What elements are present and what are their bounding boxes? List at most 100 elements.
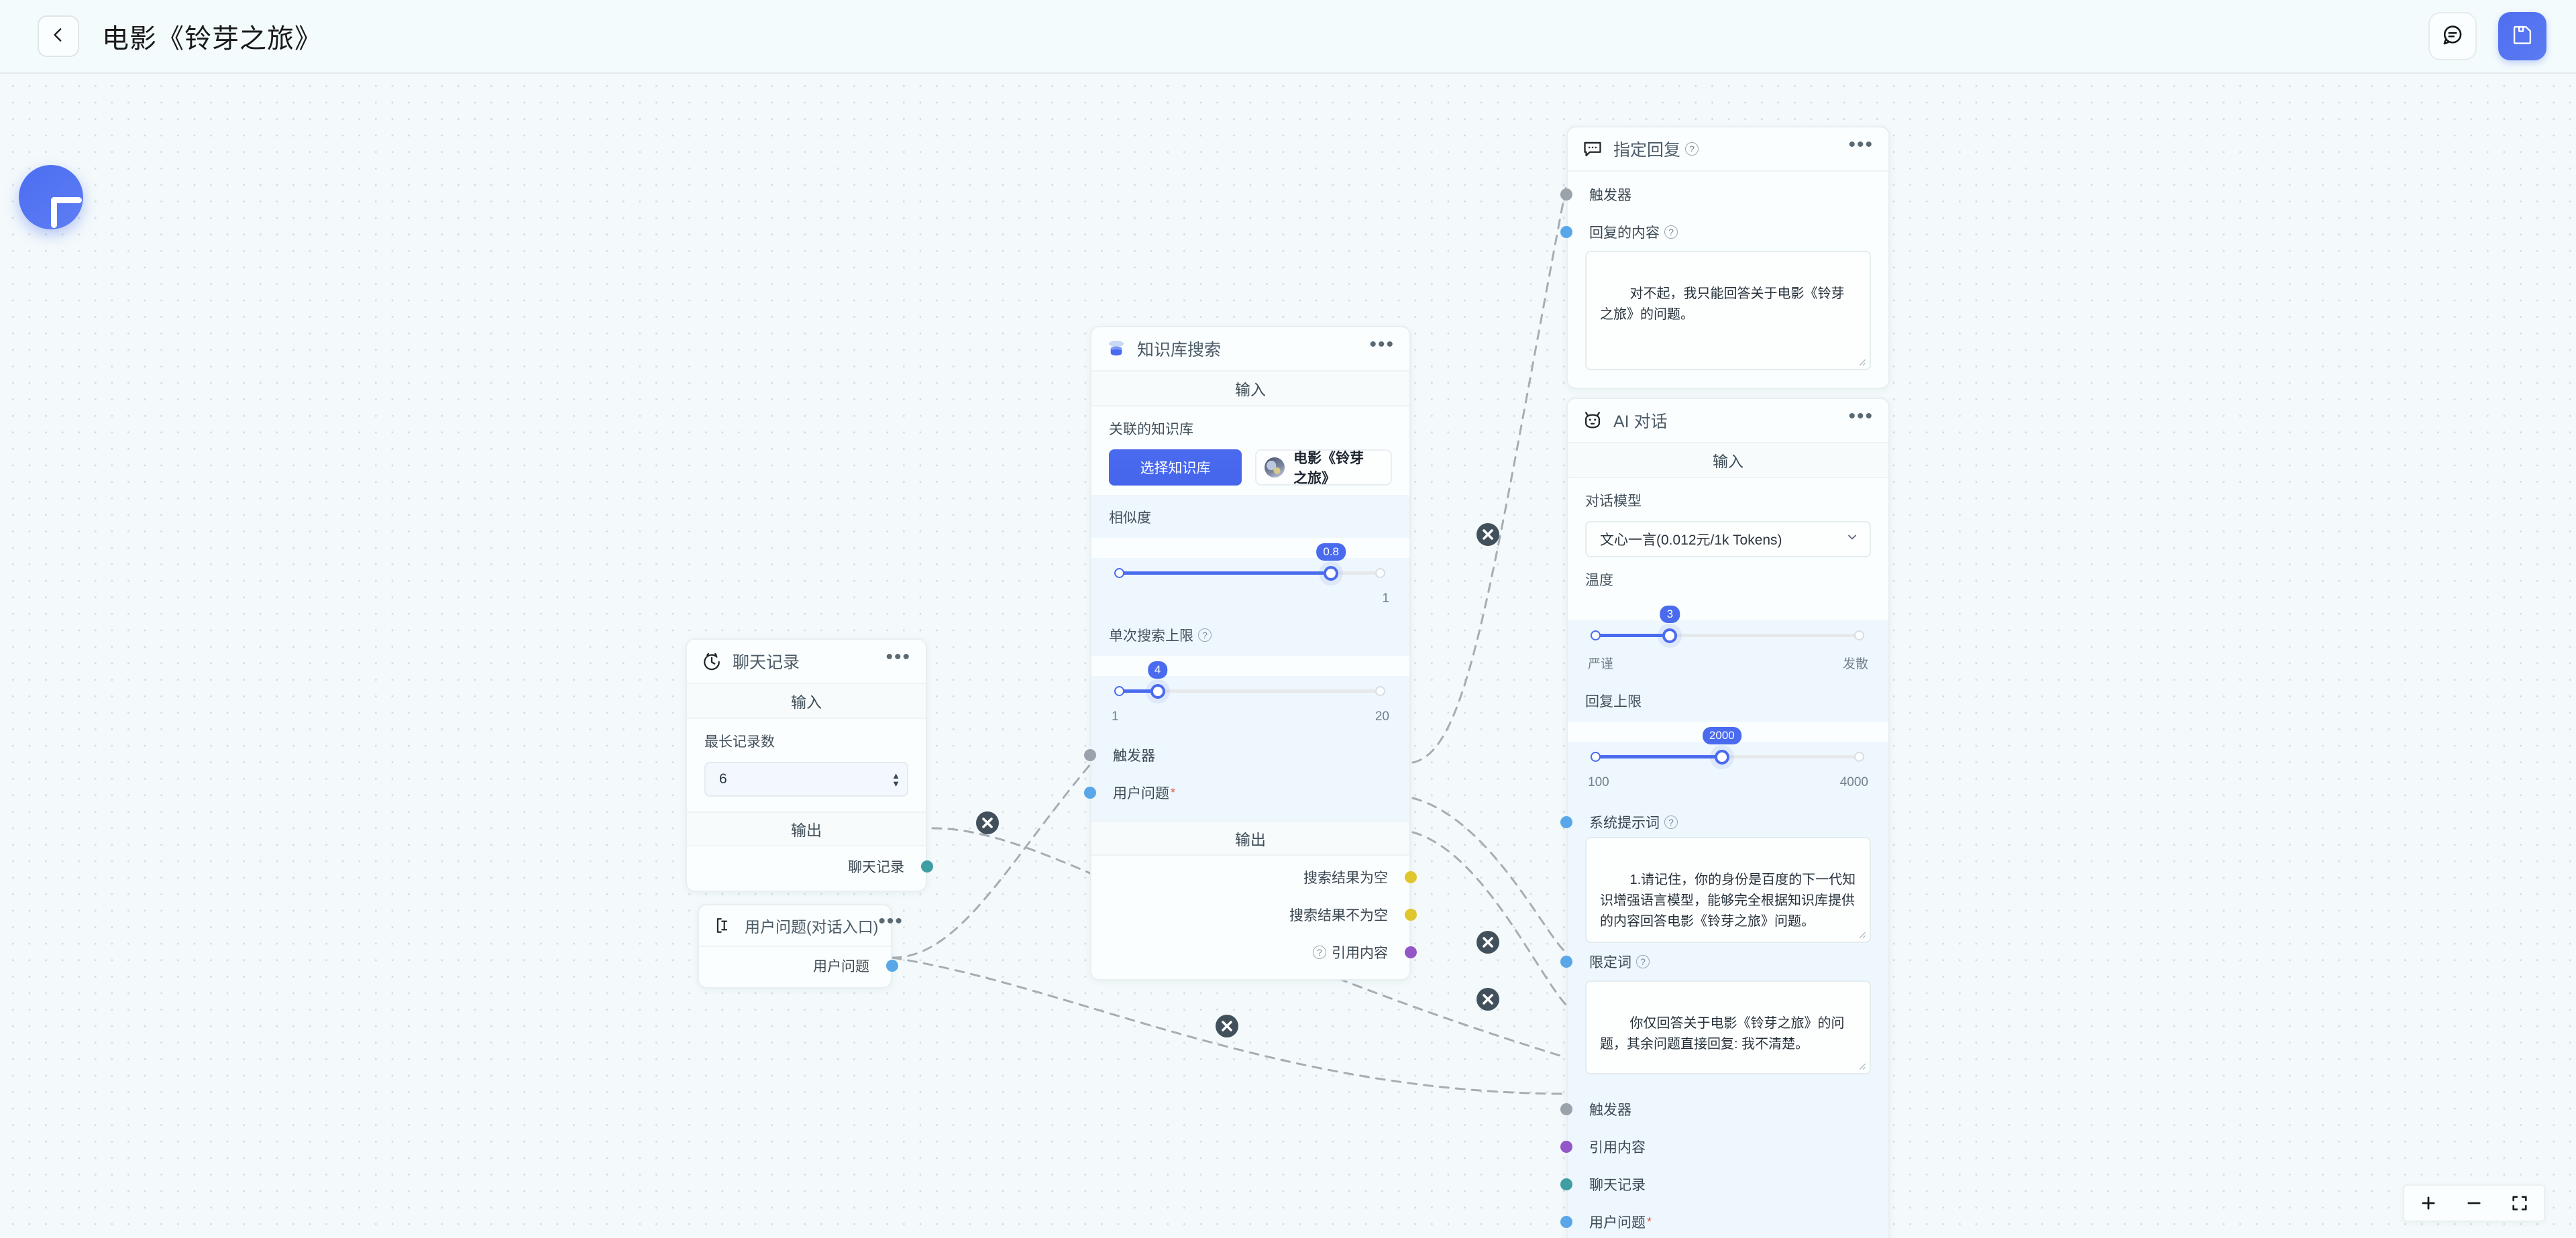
resize-grip-icon[interactable] — [1857, 1061, 1866, 1070]
temperature-label: 温度 — [1585, 573, 1613, 588]
port-dot[interactable] — [1560, 1178, 1572, 1190]
input-port-keyword[interactable]: 限定词 ? — [1560, 943, 1888, 980]
node-user-question[interactable]: 用户问题(对话入口) ••• 用户问题 — [698, 904, 902, 989]
node-menu-button[interactable]: ••• — [1848, 133, 1874, 156]
node-chat-history[interactable]: 聊天记录 ••• 输入 最长记录数 6 ▲ ▼ 输出 聊天记录 — [686, 638, 933, 892]
port-dot[interactable] — [886, 960, 898, 972]
edge-delete-button[interactable] — [1477, 931, 1499, 954]
node-menu-button[interactable]: ••• — [1848, 405, 1874, 427]
max-records-value: 6 — [719, 771, 727, 787]
zoom-out-button[interactable] — [2465, 1194, 2483, 1213]
reply-limit-scale: 100 4000 — [1585, 773, 1871, 790]
help-icon[interactable]: ? — [1664, 815, 1678, 829]
port-dot[interactable] — [1560, 188, 1572, 201]
port-dot[interactable] — [1084, 787, 1096, 799]
resize-grip-icon[interactable] — [1857, 930, 1866, 939]
node-kb-search[interactable]: 知识库搜索 ••• 输入 关联的知识库 选择知识库 电影《铃芽之旅》 相似度 — [1084, 326, 1417, 980]
input-section-band: 输入 — [1091, 372, 1409, 406]
scale-min: 1 — [1112, 710, 1119, 724]
save-floppy-icon — [2511, 23, 2534, 50]
output-port-chat-history[interactable]: 聊天记录 — [687, 848, 933, 885]
input-port-reply-content[interactable]: 回复的内容 ? — [1560, 213, 1888, 251]
port-dot[interactable] — [1560, 956, 1572, 968]
node-specified-reply[interactable]: 指定回复 ? ••• 触发器 回复的内容 ? 对不起，我只能回答关于电影《铃芽之… — [1560, 126, 1890, 389]
search-limit-slider[interactable]: 4 — [1114, 661, 1385, 707]
slider-fill — [1591, 634, 1670, 637]
reply-content-value: 对不起，我只能回答关于电影《铃芽之旅》的问题。 — [1600, 286, 1845, 322]
slider-thumb[interactable] — [1324, 566, 1339, 581]
stepper-up-icon[interactable]: ▲ — [892, 770, 900, 781]
resize-grip-icon[interactable] — [1857, 357, 1866, 366]
input-port-trigger[interactable]: 触发器 — [1084, 736, 1409, 774]
node-menu-button[interactable]: ••• — [885, 646, 911, 668]
output-port-nonempty-result[interactable]: 搜索结果不为空 — [1091, 896, 1417, 934]
node-ai-chat[interactable]: AI 对话 ••• 输入 对话模型 文心一言(0.012元/1k Tokens)… — [1560, 398, 1890, 1238]
temperature-slider[interactable]: 3 — [1591, 606, 1864, 651]
output-port-user-question[interactable]: 用户问题 — [699, 948, 898, 983]
port-dot[interactable] — [1560, 1141, 1572, 1153]
port-dot[interactable] — [1560, 226, 1572, 238]
help-icon[interactable]: ? — [1313, 946, 1326, 959]
port-dot[interactable] — [1405, 909, 1417, 921]
zoom-in-button[interactable] — [2419, 1194, 2438, 1213]
node-menu-button[interactable]: ••• — [1369, 333, 1395, 355]
output-port-empty-result[interactable]: 搜索结果为空 — [1091, 858, 1417, 896]
port-label: 聊天记录 — [848, 860, 904, 875]
port-label: 用户问题 — [813, 959, 869, 974]
input-port-trigger[interactable]: 触发器 — [1560, 1090, 1888, 1128]
input-port-system-prompt[interactable]: 系统提示词 ? — [1560, 807, 1888, 837]
reply-content-textarea[interactable]: 对不起，我只能回答关于电影《铃芽之旅》的问题。 — [1585, 251, 1871, 370]
port-dot[interactable] — [921, 860, 933, 873]
input-port-quote-content[interactable]: 引用内容 — [1560, 1128, 1888, 1166]
input-port-chat-history[interactable]: 聊天记录 — [1560, 1166, 1888, 1203]
node-menu-button[interactable]: ••• — [878, 910, 904, 932]
workflow-canvas[interactable]: 指定回复 ? ••• 触发器 回复的内容 ? 对不起，我只能回答关于电影《铃芽之… — [0, 74, 2576, 1238]
output-port-quote-content[interactable]: ? 引用内容 — [1091, 934, 1417, 971]
port-dot[interactable] — [1405, 946, 1417, 958]
input-port-user-question[interactable]: 用户问题* — [1560, 1203, 1888, 1238]
back-button[interactable] — [38, 15, 79, 57]
search-limit-label: 单次搜索上限 ? — [1109, 625, 1392, 645]
port-dot[interactable] — [1405, 871, 1417, 883]
fit-view-button[interactable] — [2510, 1194, 2529, 1213]
port-label: 搜索结果为空 — [1303, 870, 1388, 886]
edge-delete-button[interactable] — [1216, 1015, 1238, 1037]
similarity-slider[interactable]: 0.8 — [1114, 543, 1385, 589]
select-knowledge-base-button[interactable]: 选择知识库 — [1109, 449, 1242, 486]
speech-bubble-icon — [1581, 137, 1604, 160]
slider-thumb[interactable] — [1714, 750, 1729, 765]
slider-thumb[interactable] — [1150, 684, 1165, 699]
save-button[interactable] — [2498, 12, 2546, 60]
number-stepper[interactable]: ▲ ▼ — [892, 770, 900, 789]
model-select[interactable]: 文心一言(0.012元/1k Tokens) — [1585, 521, 1871, 557]
add-node-button[interactable] — [19, 165, 83, 229]
scale-max: 4000 — [1839, 775, 1868, 789]
slider-thumb[interactable] — [1662, 628, 1678, 643]
help-icon[interactable]: ? — [1664, 225, 1678, 239]
port-dot[interactable] — [1560, 1216, 1572, 1228]
port-dot[interactable] — [1560, 816, 1572, 828]
help-icon[interactable]: ? — [1685, 142, 1699, 156]
port-label: 触发器 — [1113, 748, 1155, 764]
input-port-trigger[interactable]: 触发器 — [1560, 176, 1888, 213]
edge-delete-button[interactable] — [976, 811, 999, 834]
max-records-input[interactable]: 6 ▲ ▼ — [704, 762, 908, 797]
stepper-down-icon[interactable]: ▼ — [892, 778, 900, 789]
edge-delete-button[interactable] — [1477, 523, 1499, 546]
port-dot[interactable] — [1560, 1103, 1572, 1115]
knowledge-base-chip[interactable]: 电影《铃芽之旅》 — [1255, 449, 1392, 486]
system-prompt-textarea[interactable]: 1.请记住，你的身份是百度的下一代知识增强语言模型，能够完全根据知识库提供的内容… — [1585, 837, 1871, 943]
keyword-textarea[interactable]: 你仅回答关于电影《铃芽之旅》的问题，其余问题直接回复: 我不清楚。 — [1585, 980, 1871, 1074]
search-limit-scale: 1 20 — [1109, 707, 1392, 724]
help-icon[interactable]: ? — [1636, 955, 1650, 968]
keyword-value: 你仅回答关于电影《铃芽之旅》的问题，其余问题直接回复: 我不清楚。 — [1600, 1016, 1845, 1052]
field-model: 对话模型 — [1568, 478, 1888, 521]
reply-limit-slider[interactable]: 2000 — [1591, 727, 1864, 773]
chat-preview-button[interactable] — [2428, 12, 2477, 60]
port-dot[interactable] — [1084, 749, 1096, 761]
input-port-user-question[interactable]: 用户问题* — [1084, 774, 1409, 811]
chevron-down-icon[interactable] — [1845, 530, 1859, 548]
scale-max: 1 — [1382, 592, 1389, 606]
help-icon[interactable]: ? — [1198, 628, 1212, 642]
edge-delete-button[interactable] — [1477, 988, 1499, 1011]
